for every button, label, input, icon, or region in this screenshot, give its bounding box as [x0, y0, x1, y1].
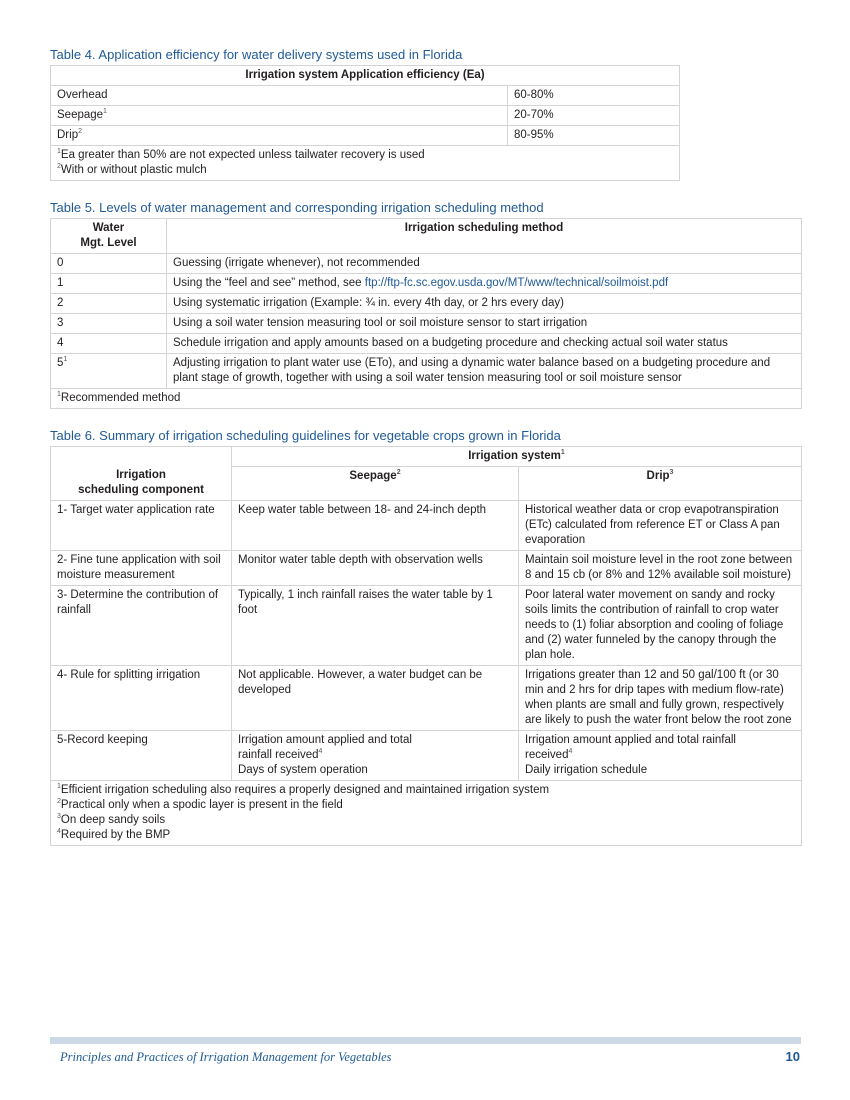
- table-row: 0 Guessing (irrigate whenever), not reco…: [50, 253, 802, 274]
- component-text: 4- Rule for splitting irrigation: [50, 665, 232, 731]
- level-value: 2: [50, 293, 167, 314]
- footnote-marker: 2: [78, 128, 82, 136]
- table-6: Irrigation scheduling component Irrigati…: [49, 446, 803, 846]
- efficiency-value: 60-80%: [507, 85, 680, 106]
- table-5: Water Mgt. Level Irrigation scheduling m…: [50, 218, 802, 409]
- footnote: 3On deep sandy soils: [57, 813, 166, 826]
- table-5-block: Table 5. Levels of water management and …: [50, 200, 802, 409]
- component-text: 2- Fine tune application with soil moist…: [50, 550, 232, 586]
- footnote-marker: 1: [103, 108, 107, 116]
- footnote: 4Required by the BMP: [57, 828, 171, 841]
- method-text: Using a soil water tension measuring too…: [166, 313, 802, 334]
- efficiency-value: 20-70%: [507, 105, 680, 126]
- drip-text: Irrigations greater than 12 and 50 gal/1…: [517, 665, 803, 731]
- seepage-text: Irrigation amount applied and total rain…: [231, 730, 519, 781]
- footer-divider: [50, 1037, 801, 1044]
- footnote: 2Practical only when a spodic layer is p…: [57, 798, 343, 811]
- level-value: 4: [50, 333, 167, 354]
- footnote: 1Efficient irrigation scheduling also re…: [57, 783, 550, 796]
- soilmoist-link[interactable]: ftp://ftp-fc.sc.egov.usda.gov/MT/www/tec…: [364, 277, 669, 289]
- seepage-text: Monitor water table depth with observati…: [231, 550, 519, 586]
- system-name: Drip: [57, 129, 79, 141]
- method-text: Using systematic irrigation (Example: ¾ …: [166, 293, 802, 314]
- table-row: 1- Target water application rate Keep wa…: [50, 500, 803, 551]
- irrigation-system-header: Irrigation system1: [230, 446, 803, 467]
- table-4-notes: 1Ea greater than 50% are not expected un…: [50, 145, 680, 181]
- table-5-level-header: Water Mgt. Level: [50, 218, 167, 254]
- component-text: 1- Target water application rate: [50, 500, 232, 551]
- table-4-header: Irrigation system Application efficiency…: [50, 65, 680, 86]
- drip-text: Historical weather data or crop evapotra…: [517, 500, 803, 551]
- level-value: 5: [57, 357, 64, 369]
- table-row: 4- Rule for splitting irrigation Not app…: [50, 665, 803, 731]
- level-value: 1: [50, 273, 167, 294]
- footnote-marker: 1: [63, 356, 68, 364]
- seepage-text: Typically, 1 inch rainfall raises the wa…: [231, 585, 519, 666]
- drip-text: Poor lateral water movement on sandy and…: [517, 585, 803, 666]
- table-row: 2- Fine tune application with soil moist…: [50, 550, 803, 586]
- table-4-block: Table 4. Application efficiency for wate…: [50, 47, 680, 181]
- method-text: Using the “feel and see” method, see ftp…: [166, 273, 802, 294]
- method-text: Schedule irrigation and apply amounts ba…: [166, 333, 802, 354]
- method-text: Guessing (irrigate whenever), not recomm…: [166, 253, 802, 274]
- table-row: Drip2 80-95%: [50, 125, 680, 146]
- table-5-notes: 1Recommended method: [50, 388, 802, 409]
- table-row: 3 Using a soil water tension measuring t…: [50, 313, 802, 334]
- table-row: 2 Using systematic irrigation (Example: …: [50, 293, 802, 314]
- seepage-text: Not applicable. However, a water budget …: [231, 665, 519, 731]
- seepage-text: Keep water table between 18- and 24-inch…: [231, 500, 519, 551]
- drip-text: Irrigation amount applied and total rain…: [517, 730, 803, 781]
- table-4-caption: Table 4. Application efficiency for wate…: [50, 47, 463, 62]
- efficiency-value: 80-95%: [507, 125, 680, 146]
- drip-text: Maintain soil moisture level in the root…: [517, 550, 803, 586]
- system-name: Overhead: [57, 89, 108, 101]
- table-row: Seepage1 20-70%: [50, 105, 680, 126]
- component-header: Irrigation scheduling component: [50, 446, 232, 501]
- table-6-block: Table 6. Summary of irrigation schedulin…: [49, 428, 803, 846]
- level-value: 3: [50, 313, 167, 334]
- component-text: 3- Determine the contribution of rainfal…: [50, 585, 232, 666]
- seepage-header: Seepage2: [231, 466, 519, 501]
- table-row: 5-Record keeping Irrigation amount appli…: [50, 730, 803, 781]
- component-text: 5-Record keeping: [50, 730, 232, 781]
- table-5-caption: Table 5. Levels of water management and …: [50, 200, 544, 215]
- system-name: Seepage: [57, 109, 104, 121]
- level-value: 0: [50, 253, 167, 274]
- page-number: 10: [785, 1049, 800, 1064]
- table-row: 3- Determine the contribution of rainfal…: [50, 585, 803, 666]
- footnote: 1Ea greater than 50% are not expected un…: [57, 148, 425, 161]
- table-6-notes: 1Efficient irrigation scheduling also re…: [49, 780, 803, 846]
- table-row: 51 Adjusting irrigation to plant water u…: [50, 353, 802, 389]
- table-row: 4 Schedule irrigation and apply amounts …: [50, 333, 802, 354]
- table-row: Overhead 60-80%: [50, 85, 680, 106]
- table-5-method-header: Irrigation scheduling method: [166, 218, 802, 254]
- drip-header: Drip3: [517, 466, 803, 501]
- footnote: 2With or without plastic mulch: [57, 163, 207, 176]
- table-row: 1 Using the “feel and see” method, see f…: [50, 273, 802, 294]
- method-text: Adjusting irrigation to plant water use …: [166, 353, 802, 389]
- table-6-caption: Table 6. Summary of irrigation schedulin…: [50, 428, 561, 443]
- footer-title: Principles and Practices of Irrigation M…: [60, 1050, 392, 1064]
- table-4: Irrigation system Application efficiency…: [50, 65, 680, 181]
